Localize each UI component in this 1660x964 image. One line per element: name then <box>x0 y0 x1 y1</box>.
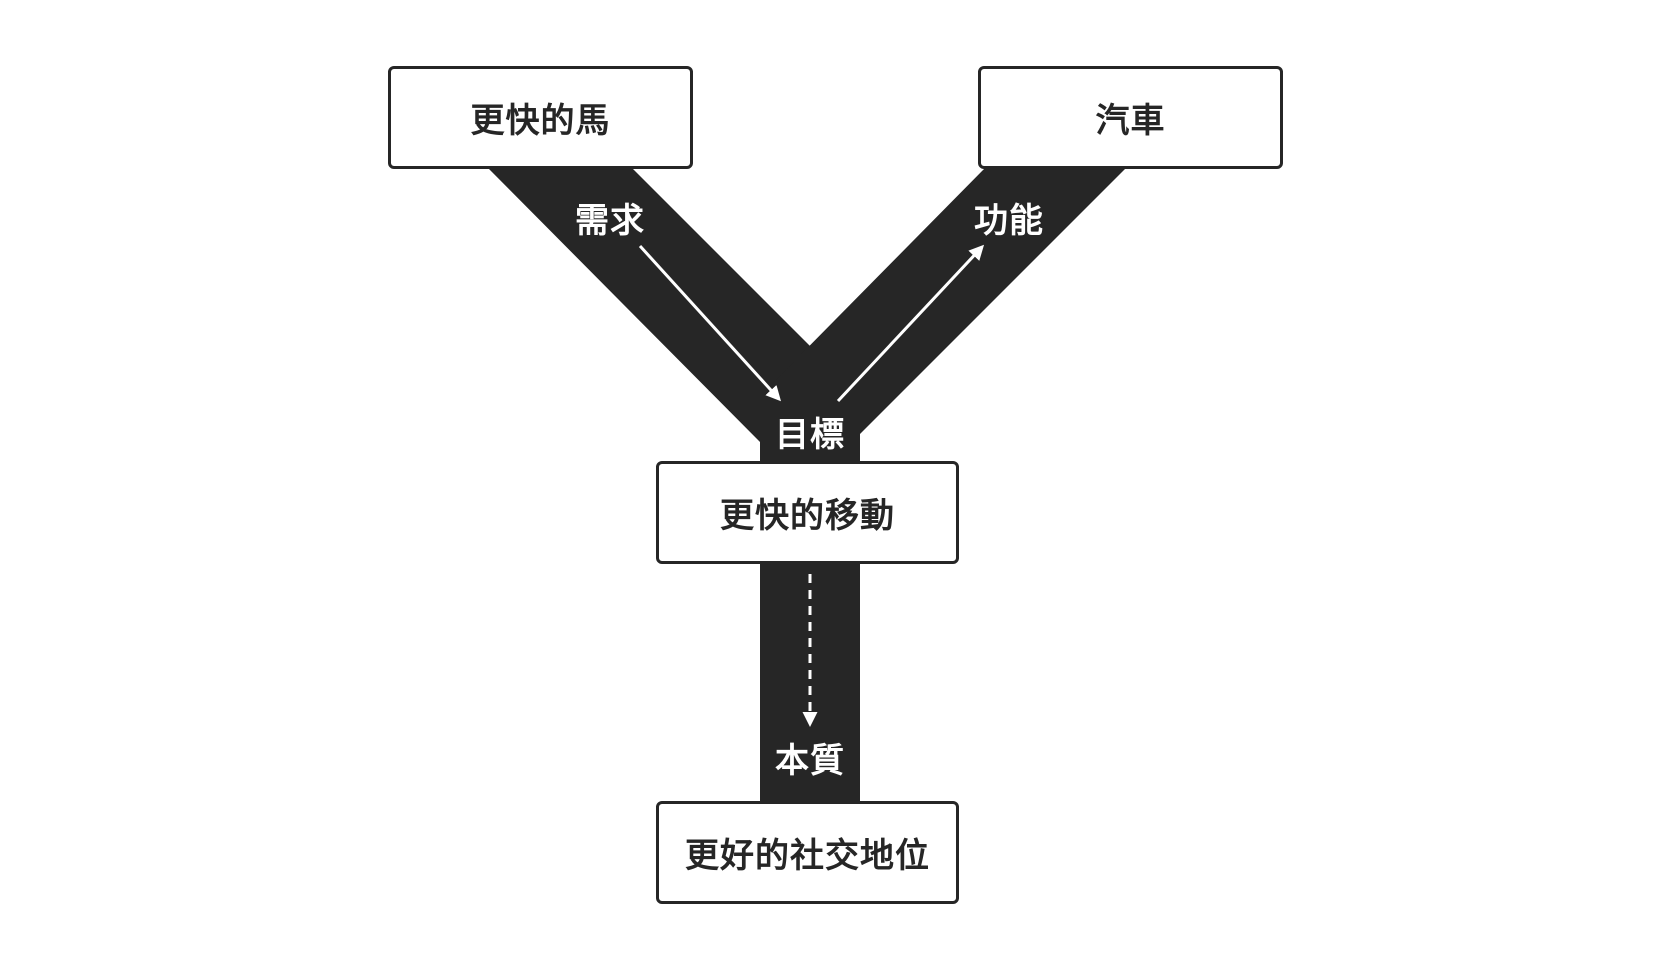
node-car-text: 汽車 <box>1095 101 1166 141</box>
node-faster-horse-text: 更快的馬 <box>470 101 611 141</box>
node-better-social-status-text: 更好的社交地位 <box>685 836 930 876</box>
road-stem-upper <box>760 396 860 466</box>
label-essence: 本質 <box>775 741 845 781</box>
need-arrow <box>638 244 782 402</box>
label-function: 功能 <box>974 201 1044 241</box>
label-need: 需求 <box>575 201 645 241</box>
node-faster-horse: 更快的馬 <box>388 66 693 169</box>
node-car: 汽車 <box>978 66 1283 169</box>
node-faster-movement: 更快的移動 <box>656 461 959 564</box>
node-better-social-status: 更好的社交地位 <box>656 801 959 904</box>
node-faster-movement-text: 更快的移動 <box>720 496 895 536</box>
road-stem-lower <box>760 560 860 804</box>
function-arrow <box>836 244 985 403</box>
label-goal: 目標 <box>775 415 845 455</box>
